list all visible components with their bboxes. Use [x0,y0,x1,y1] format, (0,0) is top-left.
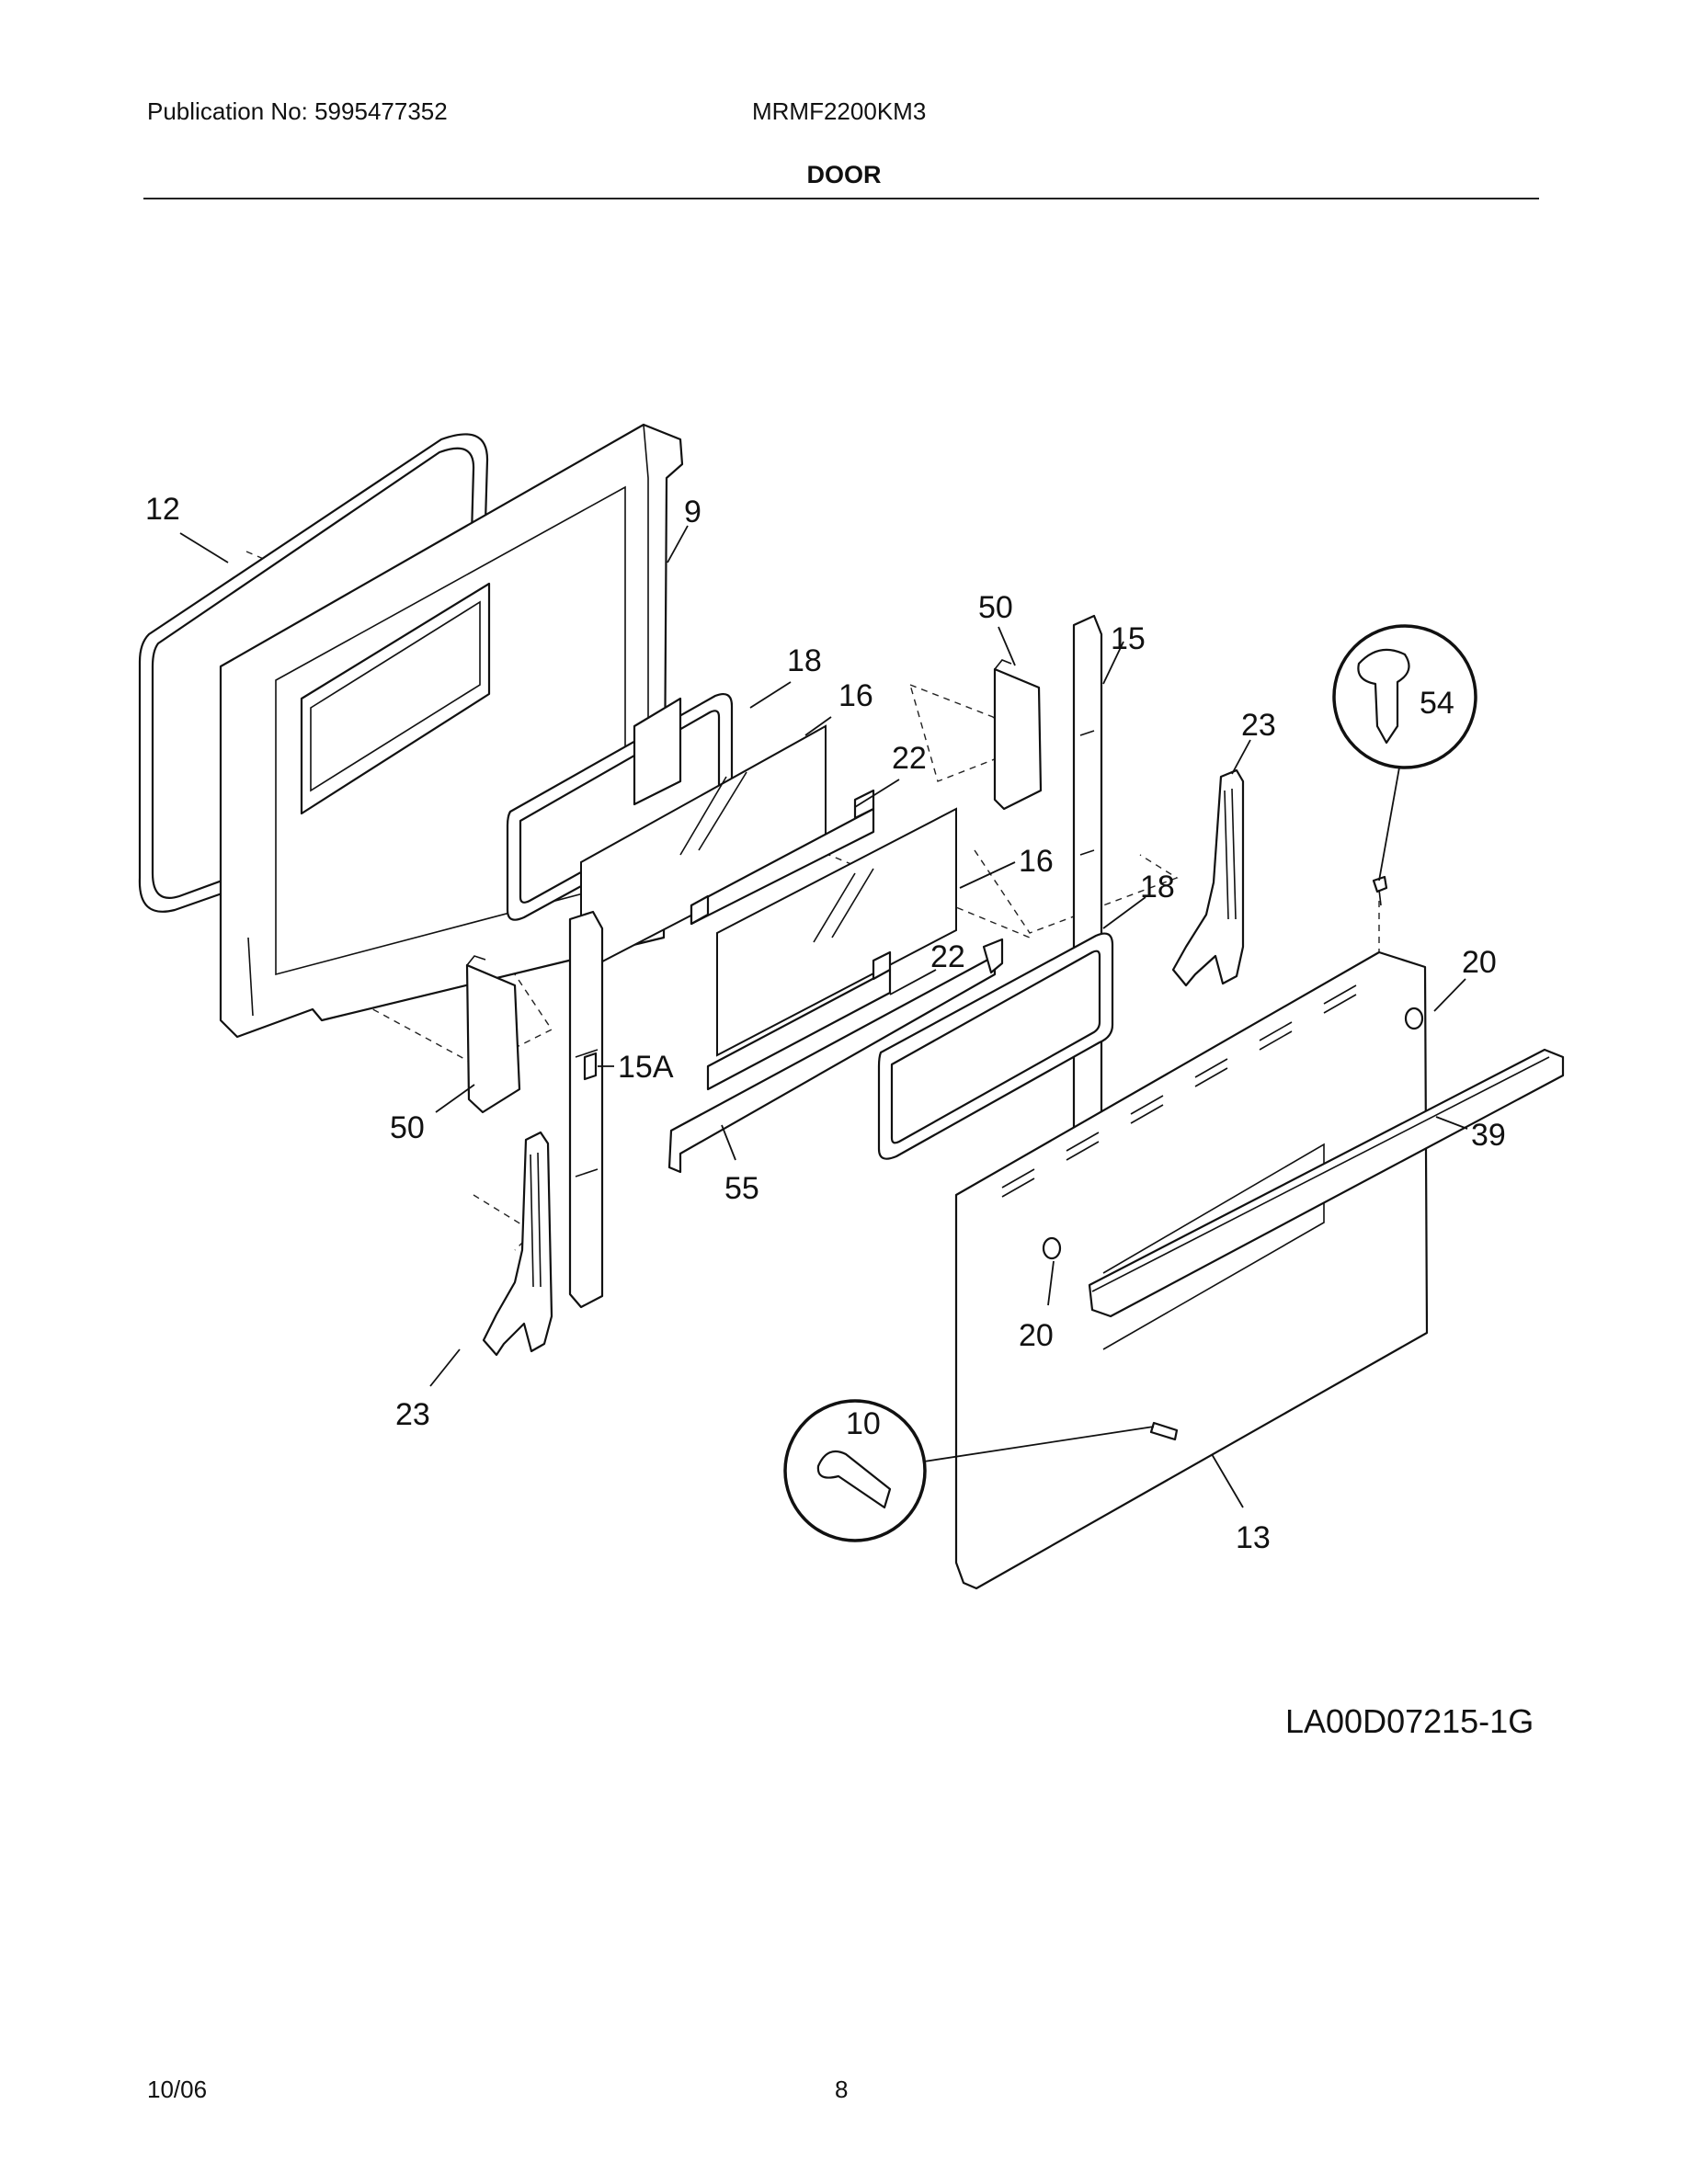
callout-16-mid: 16 [1019,844,1054,879]
hinge-receptacle-upper [993,659,1043,811]
side-trim-left [568,910,604,1309]
zoom-detail-10 [783,1399,1155,1542]
callout-20-bottom: 20 [1019,1318,1054,1353]
glass-pane-middle [716,807,957,1057]
support-bracket [667,938,1004,1174]
glass-gasket-lower [877,932,1114,1160]
callout-9: 9 [684,495,701,529]
hinge-left [482,1131,553,1357]
callout-12: 12 [145,492,180,527]
callout-labels: 12 9 50 15 18 16 22 54 23 16 18 22 20 15… [145,492,1506,1555]
callout-50-left: 50 [390,1110,425,1145]
callout-22-mid: 22 [930,939,965,974]
callout-15: 15 [1111,621,1146,656]
callout-39: 39 [1471,1118,1506,1153]
callout-leader-lines [179,525,1468,1508]
callout-23-right: 23 [1241,708,1276,743]
model-number: MRMF2200KM3 [752,97,927,125]
callout-50-top: 50 [978,590,1013,625]
callout-54: 54 [1420,686,1454,721]
publication-date: 10/06 [147,2076,208,2103]
callout-10: 10 [846,1406,881,1441]
callout-22-top: 22 [892,741,927,776]
glass-retainer-upper [690,789,875,926]
screws [1149,875,1388,1441]
callout-15a: 15A [618,1050,674,1085]
hinge-right [1171,768,1245,987]
publication-number: Publication No: 5995477352 [147,97,448,125]
section-title: DOOR [806,161,882,188]
callout-13: 13 [1236,1520,1271,1555]
hinge-receptacle-lower [465,955,521,1114]
handle-end-caps [1042,1007,1424,1260]
callout-55: 55 [724,1171,759,1206]
callout-23-left: 23 [395,1397,430,1432]
page-number: 8 [835,2076,849,2103]
door-vent-slots [1001,984,1357,1198]
callout-18-mid: 18 [1140,870,1175,904]
zoom-detail-54 [1332,624,1477,882]
callout-20-right: 20 [1462,945,1497,980]
callout-18-top: 18 [787,643,822,678]
callout-16-top: 16 [838,678,873,713]
side-trim-right [1072,614,1103,1197]
header-divider [143,198,1539,199]
glass-retainer-middle [706,950,892,1091]
diagram-code: LA00D07215-1G [1285,1702,1534,1740]
door-handle [1088,1048,1565,1318]
